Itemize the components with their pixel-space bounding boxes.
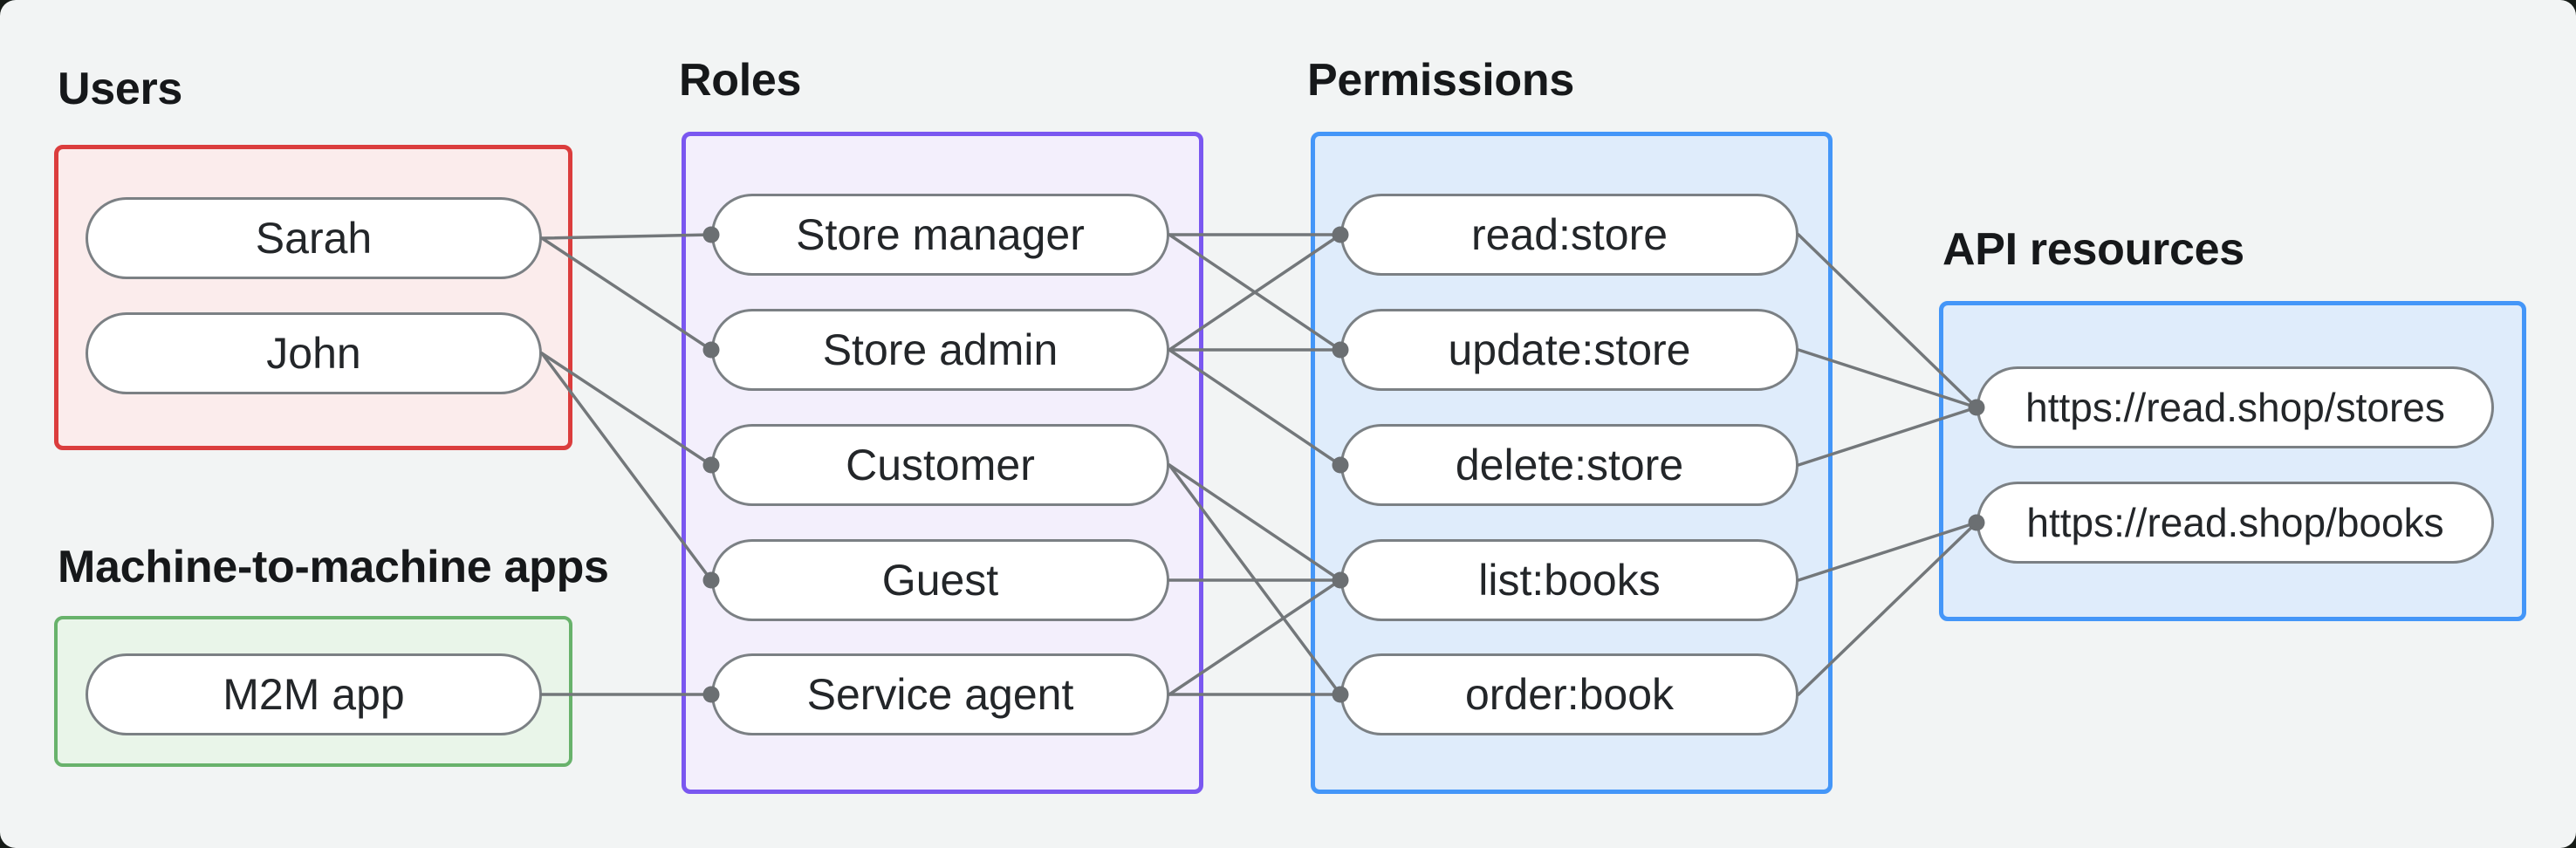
node-sarah: Sarah	[86, 197, 542, 279]
node-john: John	[86, 312, 542, 394]
group-box-api-resources	[1939, 301, 2526, 621]
node-books: https://read.shop/books	[1977, 482, 2494, 564]
node-list-books: list:books	[1340, 539, 1798, 621]
node-stores: https://read.shop/stores	[1977, 366, 2494, 448]
section-label-api-resources: API resources	[1942, 224, 2244, 275]
node-guest: Guest	[711, 539, 1169, 621]
node-customer: Customer	[711, 424, 1169, 506]
node-update-store: update:store	[1340, 309, 1798, 391]
group-box-users	[54, 145, 572, 450]
node-store-admin: Store admin	[711, 309, 1169, 391]
section-label-users: Users	[58, 64, 183, 114]
node-delete-store: delete:store	[1340, 424, 1798, 506]
node-store-manager: Store manager	[711, 194, 1169, 276]
section-label-roles: Roles	[679, 55, 802, 106]
section-label-permissions: Permissions	[1307, 55, 1574, 106]
node-service-agent: Service agent	[711, 653, 1169, 735]
node-m2m-app: M2M app	[86, 653, 542, 735]
section-label-machine-to-machine-apps: Machine-to-machine apps	[58, 542, 609, 592]
node-order-book: order:book	[1340, 653, 1798, 735]
node-read-store: read:store	[1340, 194, 1798, 276]
